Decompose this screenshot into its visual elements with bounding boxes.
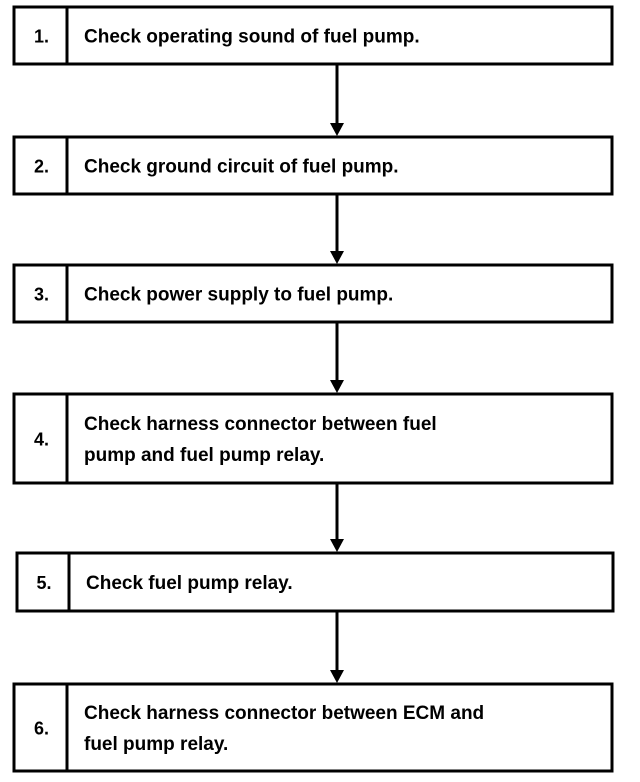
- flow-step: 6. Check harness connector between ECM an…: [12, 682, 614, 773]
- step-text-line: fuel pump relay.: [84, 734, 228, 755]
- arrowhead-icon: [330, 251, 344, 264]
- connector-arrow: [330, 64, 344, 136]
- connector-arrow: [330, 322, 344, 393]
- arrowhead-icon: [330, 123, 344, 136]
- connector-arrow: [330, 483, 344, 552]
- step-number: 4.: [34, 430, 49, 450]
- step-text-line: Check harness connector between ECM and: [84, 703, 484, 724]
- step-text-line: Check power supply to fuel pump.: [84, 285, 393, 306]
- step-box: [15, 551, 615, 613]
- flow-step: 2. Check ground circuit of fuel pump.: [12, 135, 614, 196]
- flow-step: 4. Check harness connector between fuel pu…: [12, 392, 614, 485]
- arrowhead-icon: [330, 380, 344, 393]
- step-text-line: Check harness connector between fuel: [84, 414, 437, 435]
- step-number: 6.: [34, 719, 49, 739]
- step-text-line: Check ground circuit of fuel pump.: [84, 157, 399, 178]
- step-number: 5.: [36, 573, 51, 593]
- flow-step: 1. Check operating sound of fuel pump.: [12, 5, 614, 66]
- step-text-line: pump and fuel pump relay.: [84, 445, 324, 466]
- step-box: [12, 5, 614, 66]
- step-number: 1.: [34, 27, 49, 47]
- flow-step: 5. Check fuel pump relay.: [15, 551, 615, 613]
- step-number: 2.: [34, 157, 49, 177]
- connector-arrow: [330, 611, 344, 683]
- connector-arrow: [330, 194, 344, 264]
- step-box: [12, 682, 614, 773]
- arrowhead-icon: [330, 539, 344, 552]
- step-box: [12, 135, 614, 196]
- step-text-line: Check fuel pump relay.: [86, 573, 293, 594]
- flow-step: 3. Check power supply to fuel pump.: [12, 263, 614, 324]
- step-text-line: Check operating sound of fuel pump.: [84, 27, 420, 48]
- step-number: 3.: [34, 285, 49, 305]
- step-box: [12, 263, 614, 324]
- arrowhead-icon: [330, 670, 344, 683]
- step-box: [12, 392, 614, 485]
